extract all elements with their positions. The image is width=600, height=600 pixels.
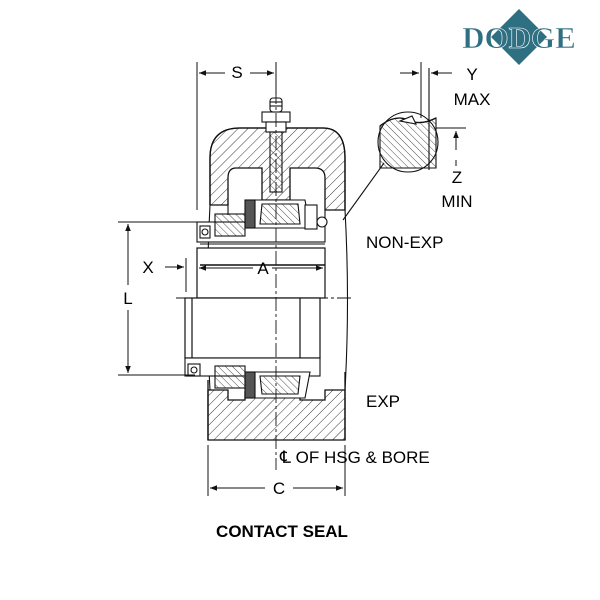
detail-view: [342, 68, 439, 221]
caption: CONTACT SEAL: [216, 522, 348, 541]
dimension-y-note: MAX: [454, 90, 491, 109]
dimension-z-label: Z: [452, 168, 462, 187]
label-centerline: ℄ OF HSG & BORE: [279, 448, 430, 467]
dimension-l-label: L: [123, 289, 132, 308]
top-bearing-assembly: [196, 199, 328, 249]
housing-bottom: [207, 372, 346, 441]
bottom-bearing-assembly: [184, 357, 321, 399]
dimension-z-note: MIN: [441, 192, 472, 211]
dodge-logo: DODGE: [462, 9, 576, 65]
dimension-x-label: X: [142, 258, 153, 277]
dimension-s-label: S: [231, 63, 242, 82]
dimension-c: [207, 445, 346, 496]
dimension-l: [118, 221, 205, 376]
dimension-y: [400, 62, 452, 118]
logo-text: DODGE: [462, 20, 576, 55]
logo-diamond-icon: [491, 9, 547, 65]
dimension-a-label: A: [257, 259, 269, 278]
label-exp: EXP: [366, 392, 400, 411]
shaft-sleeve: [184, 247, 326, 359]
dimension-s: [196, 62, 277, 210]
dimension-x: [165, 258, 187, 292]
label-non-exp: NON-EXP: [366, 233, 443, 252]
dimension-z: [436, 127, 466, 166]
centerlines: [176, 90, 352, 470]
dimension-c-label: C: [273, 479, 285, 498]
dimension-y-label: Y: [466, 65, 477, 84]
